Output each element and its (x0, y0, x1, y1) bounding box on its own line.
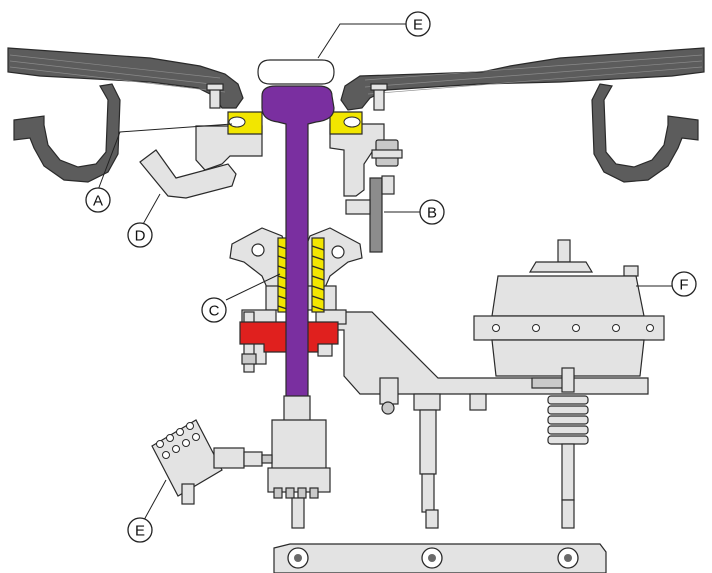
yellow-coil-spring (277, 237, 325, 313)
callout-e-top: E (405, 11, 431, 37)
top-left-pin (206, 83, 224, 109)
callout-a-label: A (93, 193, 103, 210)
base-rail (273, 543, 607, 573)
callout-b-label: B (427, 205, 437, 222)
leader-e-top (317, 23, 406, 59)
leader-d (141, 193, 161, 227)
callout-e-bottom: E (127, 517, 153, 543)
leader-a (97, 123, 233, 191)
yellow-seal-right (329, 111, 363, 135)
callout-f-label: F (679, 277, 688, 294)
top-right-pin (370, 83, 388, 111)
sensor-head (151, 419, 273, 505)
callout-a: A (85, 187, 111, 213)
left-hook-profile (13, 83, 121, 183)
adjuster-spring (547, 367, 589, 501)
purple-stem (261, 85, 335, 401)
actuator-f (473, 239, 665, 377)
leader-e-bottom (143, 479, 167, 521)
callout-d: D (127, 222, 153, 248)
callout-e-top-label: E (413, 17, 423, 34)
callout-c-label: C (209, 303, 220, 320)
bottom-bolts (273, 487, 319, 499)
leader-c (225, 273, 281, 301)
left-upper-tray (7, 47, 244, 109)
right-upper-tray (340, 47, 705, 111)
callout-d-label: D (135, 228, 146, 245)
yellow-seal-left (227, 111, 263, 135)
top-capsule (257, 59, 335, 85)
hook-arm-d (139, 149, 237, 199)
callout-b: B (419, 199, 445, 225)
callout-c: C (201, 297, 227, 323)
callout-e-bottom-label: E (135, 523, 145, 540)
spring-plate-b (345, 175, 395, 253)
support-post (413, 393, 441, 513)
threaded-rods (291, 497, 575, 529)
right-clamp-bracket (329, 123, 403, 197)
lower-housing (267, 395, 331, 499)
callout-f: F (671, 271, 697, 297)
leader-lines (97, 23, 672, 521)
right-hook-profile (591, 83, 699, 183)
